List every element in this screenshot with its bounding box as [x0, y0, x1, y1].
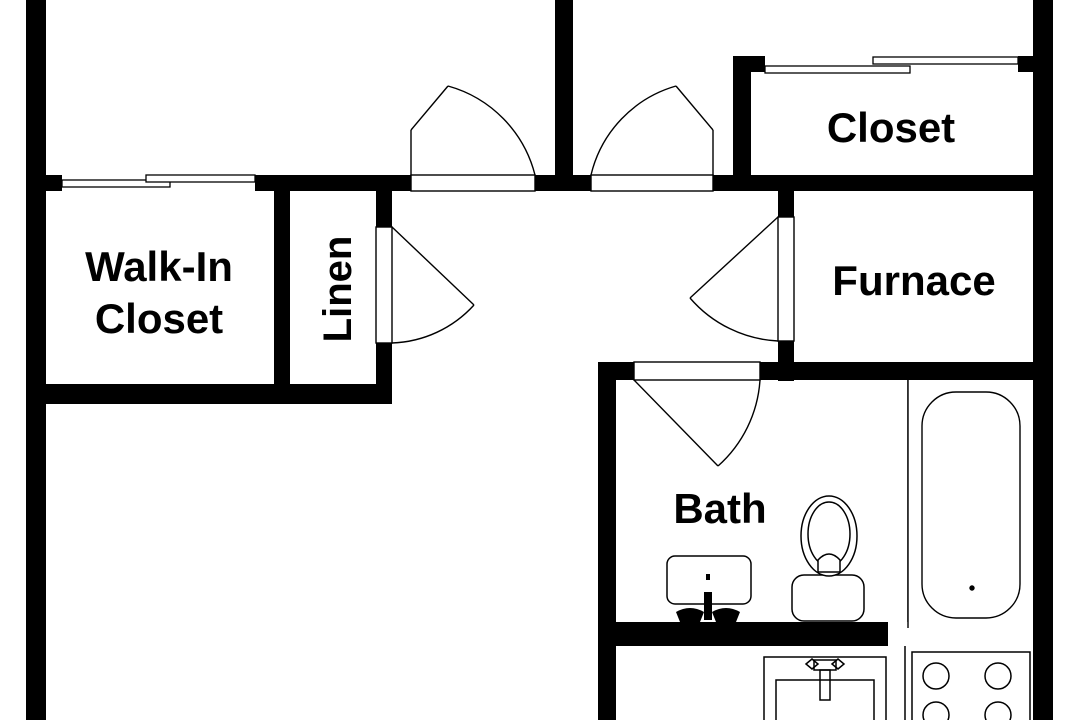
wall-hall-top-c	[713, 175, 1053, 191]
swing-doors	[375, 85, 795, 467]
walls	[26, 0, 1053, 720]
label-walk-in-closet-1: Walk-In	[85, 243, 233, 290]
label-linen: Linen	[316, 236, 360, 343]
toilet	[791, 495, 865, 622]
label-bath: Bath	[673, 485, 766, 532]
wall-hall-top-left	[26, 175, 62, 191]
label-furnace: Furnace	[832, 257, 995, 304]
bath-door	[633, 361, 761, 467]
wall-furnace-left-top	[778, 175, 794, 217]
linen-door	[375, 226, 475, 344]
bathtub	[907, 380, 1033, 628]
wall-hall-top-b	[535, 175, 591, 191]
wall-top-mid	[555, 0, 573, 190]
bedroom-door-left	[410, 85, 536, 192]
wall-bath-left	[598, 362, 616, 720]
wall-outer-right	[1033, 0, 1053, 720]
wall-furnace-bottom	[760, 362, 1053, 380]
wall-closet-left	[733, 56, 751, 191]
bath-sink	[666, 555, 752, 622]
walk-in-closet-sliding-door	[61, 174, 256, 188]
furnace-door	[689, 216, 795, 342]
stove	[904, 646, 1031, 720]
wall-closet-top-right	[1018, 56, 1053, 72]
room-labels: Walk-In Closet Linen Closet Furnace Bath	[85, 104, 996, 532]
wall-walkin-linen	[274, 175, 290, 404]
sliding-doors	[61, 56, 1019, 188]
wall-outer-left	[26, 0, 46, 720]
wall-walkin-bottom	[26, 384, 392, 404]
wall-linen-right-top	[376, 175, 392, 227]
wall-closet-top-left	[733, 56, 765, 72]
label-closet: Closet	[827, 104, 955, 151]
wall-linen-right-bottom	[376, 343, 392, 404]
label-walk-in-closet-2: Closet	[95, 295, 223, 342]
kitchen-sink	[763, 656, 887, 720]
closet-sliding-door	[764, 56, 1019, 74]
wall-hall-top-a	[255, 175, 411, 191]
wall-bath-top-left	[598, 362, 634, 380]
wall-bath-bottom	[598, 622, 888, 646]
bedroom-door-right	[590, 85, 714, 192]
